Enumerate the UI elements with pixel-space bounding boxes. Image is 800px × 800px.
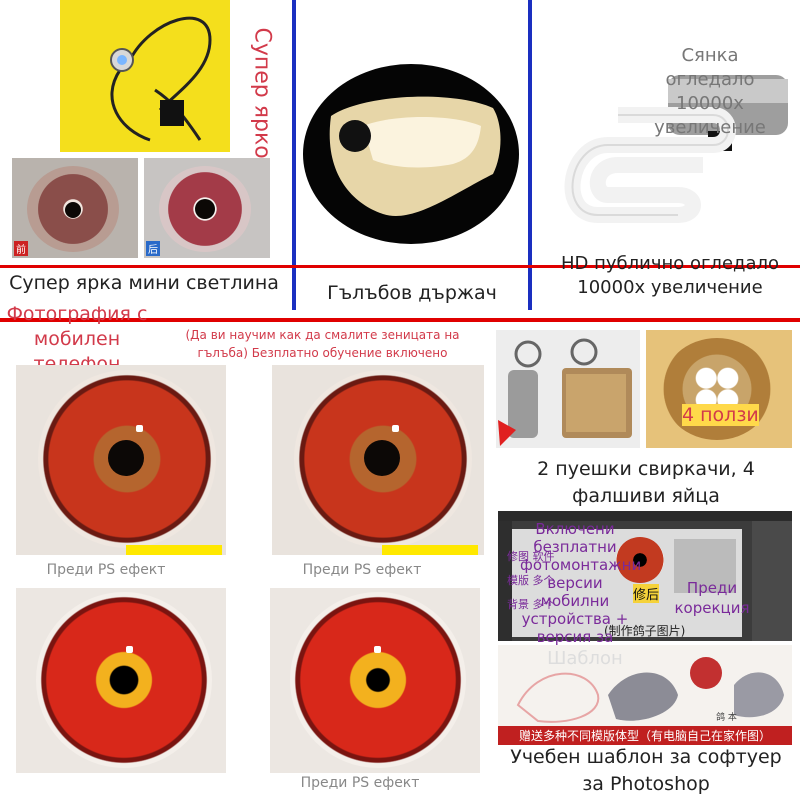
light-caption: Супер ярка мини светлина	[9, 272, 279, 294]
template-overlay: Шаблон	[547, 648, 623, 669]
eye-photo-4	[270, 588, 480, 773]
eye-photo-3	[16, 588, 226, 773]
cn-after-label: 修后	[633, 584, 660, 603]
blue-divider-2	[528, 0, 532, 310]
template-banner: 赠送多种不同模版体型（有电脑自己在家作图）	[498, 726, 792, 745]
mirror-photo	[538, 5, 796, 263]
before-ps-label-3: Преди PS ефект	[300, 775, 420, 791]
mirror-overlay-label: Сянка огледало 10000x увеличение	[654, 45, 766, 138]
before-ps-label-2: Преди PS ефект	[302, 562, 422, 578]
thumb-badge-before: 前	[14, 241, 28, 256]
eye-photo-2	[272, 365, 484, 555]
blue-divider-1	[292, 0, 296, 310]
certificate-photo	[498, 645, 792, 740]
before-correction-label: Преди корекция	[674, 579, 750, 617]
yellow-bar-1	[126, 545, 222, 555]
eye-photo-1	[16, 365, 226, 555]
light-product-photo	[60, 0, 230, 152]
cn-menu-2: 模版 多个	[507, 574, 555, 587]
training-note: (Да ви научим как да смалите зеницата на…	[185, 328, 460, 360]
cn-menu-1: 修图 软件	[507, 550, 555, 563]
software-screenshot	[498, 511, 792, 641]
red-rule-top	[0, 265, 800, 268]
whistles-photo	[496, 330, 640, 448]
yellow-bar-2	[382, 545, 478, 555]
holder-photo	[303, 64, 519, 244]
eye-thumb-after: 后	[144, 158, 270, 258]
holder-caption: Гълъбов държач	[327, 282, 497, 304]
cn-make-label: (制作鸽子图片)	[604, 624, 686, 638]
mirror-caption: HD публично огледало 10000x увеличение	[560, 253, 780, 298]
before-ps-label-1: Преди PS ефект	[46, 562, 166, 578]
cn-menu-3: 背景 多个	[507, 598, 555, 611]
software-caption: Учебен шаблон за софтуер за Photoshop	[510, 746, 782, 795]
red-rule-bottom	[0, 318, 800, 322]
cert-name: 鸽 本	[716, 713, 737, 723]
thumb-badge-after: 后	[146, 241, 160, 256]
extras-caption: 2 пуешки свиркачи, 4 фалшиви яйца	[537, 458, 755, 507]
eye-thumb-before: 前	[12, 158, 138, 258]
eggs-photo	[646, 330, 792, 448]
super-bright-vertical-label: Супер ярко	[249, 27, 275, 159]
benefits-badge: 4 ползи	[682, 404, 759, 426]
software-overlay-main: Включени безплатни фотомонтажни версии м…	[520, 520, 642, 664]
